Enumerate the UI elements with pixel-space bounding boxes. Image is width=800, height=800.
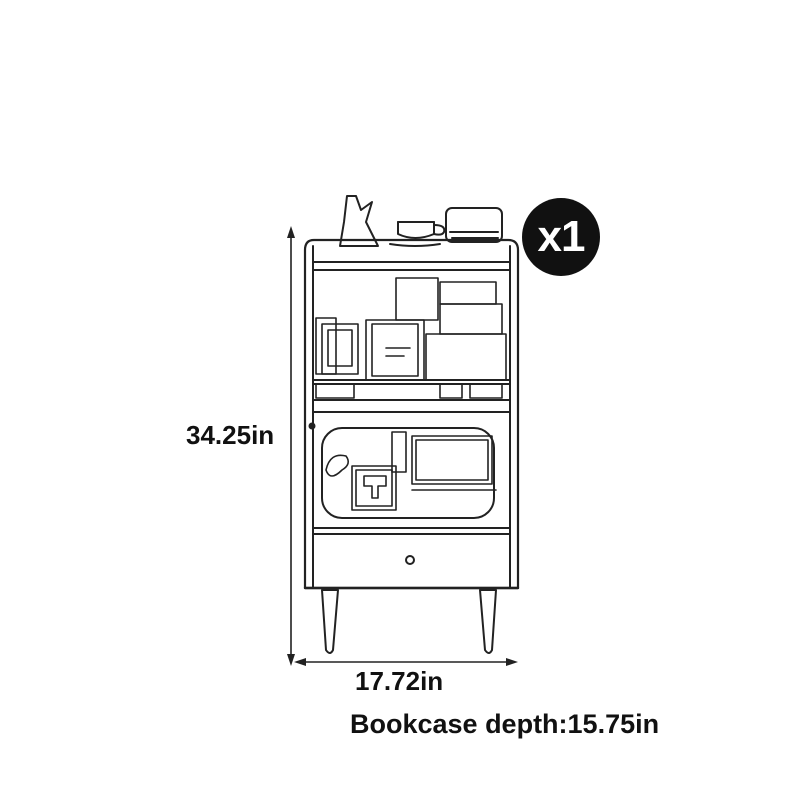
lower-shelf-items <box>325 431 497 511</box>
depth-dimension-label: Bookcase depth:15.75in <box>350 709 660 739</box>
top-decor-items <box>339 195 503 247</box>
width-dimension-line <box>294 658 518 666</box>
width-dimension-label: 17.72in <box>355 666 444 696</box>
bookcase-legs <box>321 589 497 654</box>
quantity-badge: x1 <box>522 198 600 276</box>
height-dimension-label: 34.25in <box>186 420 275 450</box>
height-dimension-line <box>287 226 295 666</box>
upper-shelf-items <box>315 277 507 399</box>
bookcase-body <box>303 238 520 590</box>
